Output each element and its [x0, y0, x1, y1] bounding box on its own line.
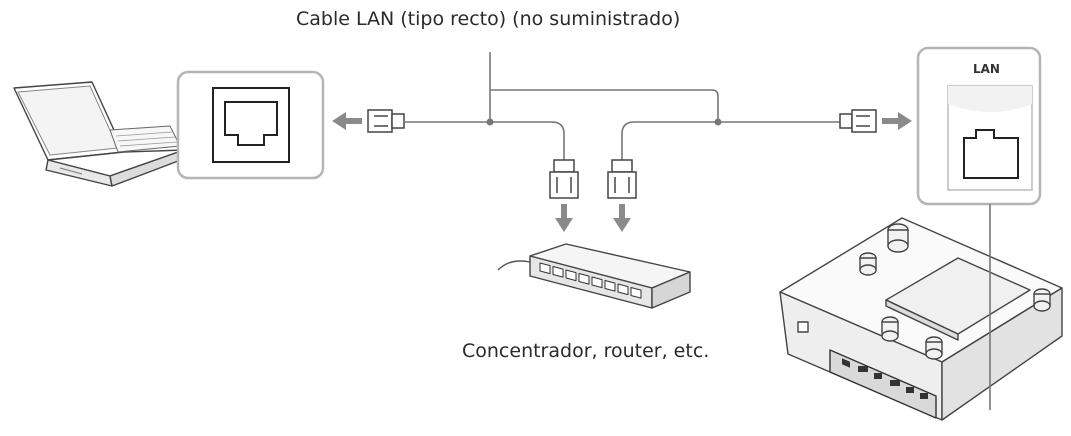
- cable-joint-right: [714, 118, 722, 126]
- rj45-plug-icon: [367, 109, 405, 133]
- network-hub-icon: [497, 243, 691, 309]
- rj45-plug-icon: [607, 159, 637, 199]
- projector-port-label: LAN: [973, 62, 1000, 76]
- projector-icon: [779, 217, 1063, 421]
- computer-port-callout: [176, 70, 325, 180]
- hub-label: Concentrador, router, etc.: [462, 340, 710, 362]
- cable-label: Cable LAN (tipo recto) (no suministrado): [296, 8, 681, 30]
- arrow-to-hub-right: [613, 204, 631, 232]
- cable-joint-left: [486, 118, 494, 126]
- ethernet-port-icon: [963, 129, 1019, 179]
- laptop-icon: [13, 81, 187, 187]
- rj45-plug-icon: [839, 109, 877, 133]
- lan-cables: [404, 52, 840, 160]
- ethernet-port-icon: [212, 87, 290, 163]
- projector-port-callout: [916, 46, 1042, 206]
- arrow-to-hub-left: [555, 204, 573, 232]
- arrow-to-projector: [882, 112, 912, 130]
- arrow-to-computer: [332, 112, 362, 130]
- rj45-plug-icon: [549, 159, 579, 199]
